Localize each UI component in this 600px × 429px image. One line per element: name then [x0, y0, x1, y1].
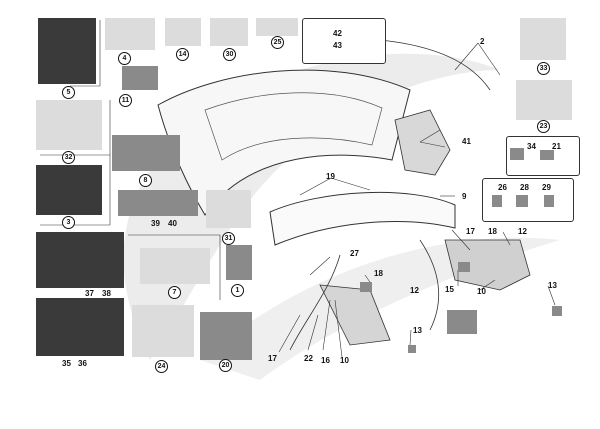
callout-22: 22 [304, 354, 313, 363]
part-26 [492, 195, 502, 207]
part-photo-7 [140, 248, 210, 284]
part-photo-32 [36, 100, 102, 150]
cable-1 [379, 39, 491, 91]
soft-top-canopy [157, 69, 411, 216]
group-ref-8: 8 [139, 174, 152, 187]
part-13-lower [408, 345, 416, 353]
group-ref-4: 4 [118, 52, 131, 65]
callout-37: 37 [85, 289, 94, 298]
part-photo-3 [36, 165, 102, 215]
part-18-lower [360, 282, 372, 292]
group-ref-31: 31 [222, 232, 235, 245]
group-ref-14: 14 [176, 48, 189, 61]
part-photo-11 [122, 66, 158, 90]
part-21 [540, 150, 554, 160]
callout-18: 18 [374, 269, 383, 278]
part-photo-8 [112, 135, 180, 171]
callout-13: 13 [413, 326, 422, 335]
callout-16: 16 [321, 356, 330, 365]
group-ref-3: 3 [62, 216, 75, 229]
part-photo-1 [226, 245, 252, 280]
cable-2 [419, 239, 440, 331]
part-photo-5 [38, 18, 96, 84]
callout-15: 15 [445, 285, 454, 294]
callout-21: 21 [552, 142, 561, 151]
group-ref-33: 33 [537, 62, 550, 75]
callout-39: 39 [151, 219, 160, 228]
part-photo-23 [516, 80, 572, 120]
group-brackets [40, 20, 221, 300]
callout-18-right: 18 [488, 227, 497, 236]
callout-43: 43 [333, 41, 342, 50]
group-ref-7: 7 [168, 286, 181, 299]
callout-36: 36 [78, 359, 87, 368]
callout-35: 35 [62, 359, 71, 368]
part-photo-30 [210, 18, 248, 46]
leader-lines [278, 42, 556, 358]
callout-42: 42 [333, 29, 342, 38]
group-ref-1: 1 [231, 284, 244, 297]
linkage-arm-lower [319, 284, 391, 346]
callout-34: 34 [527, 142, 536, 151]
callout-17-right: 17 [466, 227, 475, 236]
part-photo-39-40 [118, 190, 198, 216]
callout-10-right: 10 [477, 287, 486, 296]
part-13-right [552, 306, 562, 316]
part-photo-37-38 [36, 232, 124, 288]
callout-38: 38 [102, 289, 111, 298]
callout-40: 40 [168, 219, 177, 228]
part-10-lower [447, 310, 477, 334]
group-ref-11: 11 [119, 94, 132, 107]
group-ref-23: 23 [537, 120, 550, 133]
part-15 [458, 262, 470, 272]
group-ref-25: 25 [271, 36, 284, 49]
group-ref-30: 30 [223, 48, 236, 61]
callout-13-right: 13 [548, 281, 557, 290]
group-ref-20: 20 [219, 359, 232, 372]
tonneau-cover [269, 191, 456, 246]
part-photo-35-36 [36, 298, 124, 356]
group-ref-5: 5 [62, 86, 75, 99]
part-photo-24 [132, 305, 194, 357]
part-photo-20 [200, 312, 252, 360]
part-28 [516, 195, 528, 207]
callout-12-right: 12 [518, 227, 527, 236]
panel-42-43 [302, 18, 386, 64]
callout-26: 26 [498, 183, 507, 192]
part-photo-33 [520, 18, 566, 60]
callout-41: 41 [462, 137, 471, 146]
part-photo-25 [256, 18, 298, 36]
callout-12: 12 [410, 286, 419, 295]
soft-top-rear-window [204, 92, 383, 161]
callout-29: 29 [542, 183, 551, 192]
part-34 [510, 148, 524, 160]
callout-19: 19 [326, 172, 335, 181]
callout-28: 28 [520, 183, 529, 192]
part-photo-31 [206, 190, 251, 228]
part-photo-4 [105, 18, 155, 50]
group-ref-32: 32 [62, 151, 75, 164]
callout-9: 9 [462, 192, 467, 201]
callout-27: 27 [350, 249, 359, 258]
part-photo-14 [165, 18, 201, 46]
callout-2: 2 [480, 37, 485, 46]
callout-17: 17 [268, 354, 277, 363]
cable-3 [289, 254, 341, 351]
callout-10: 10 [340, 356, 349, 365]
group-ref-24: 24 [155, 360, 168, 373]
part-29 [544, 195, 554, 207]
watermark-swoosh-2 [200, 237, 560, 380]
